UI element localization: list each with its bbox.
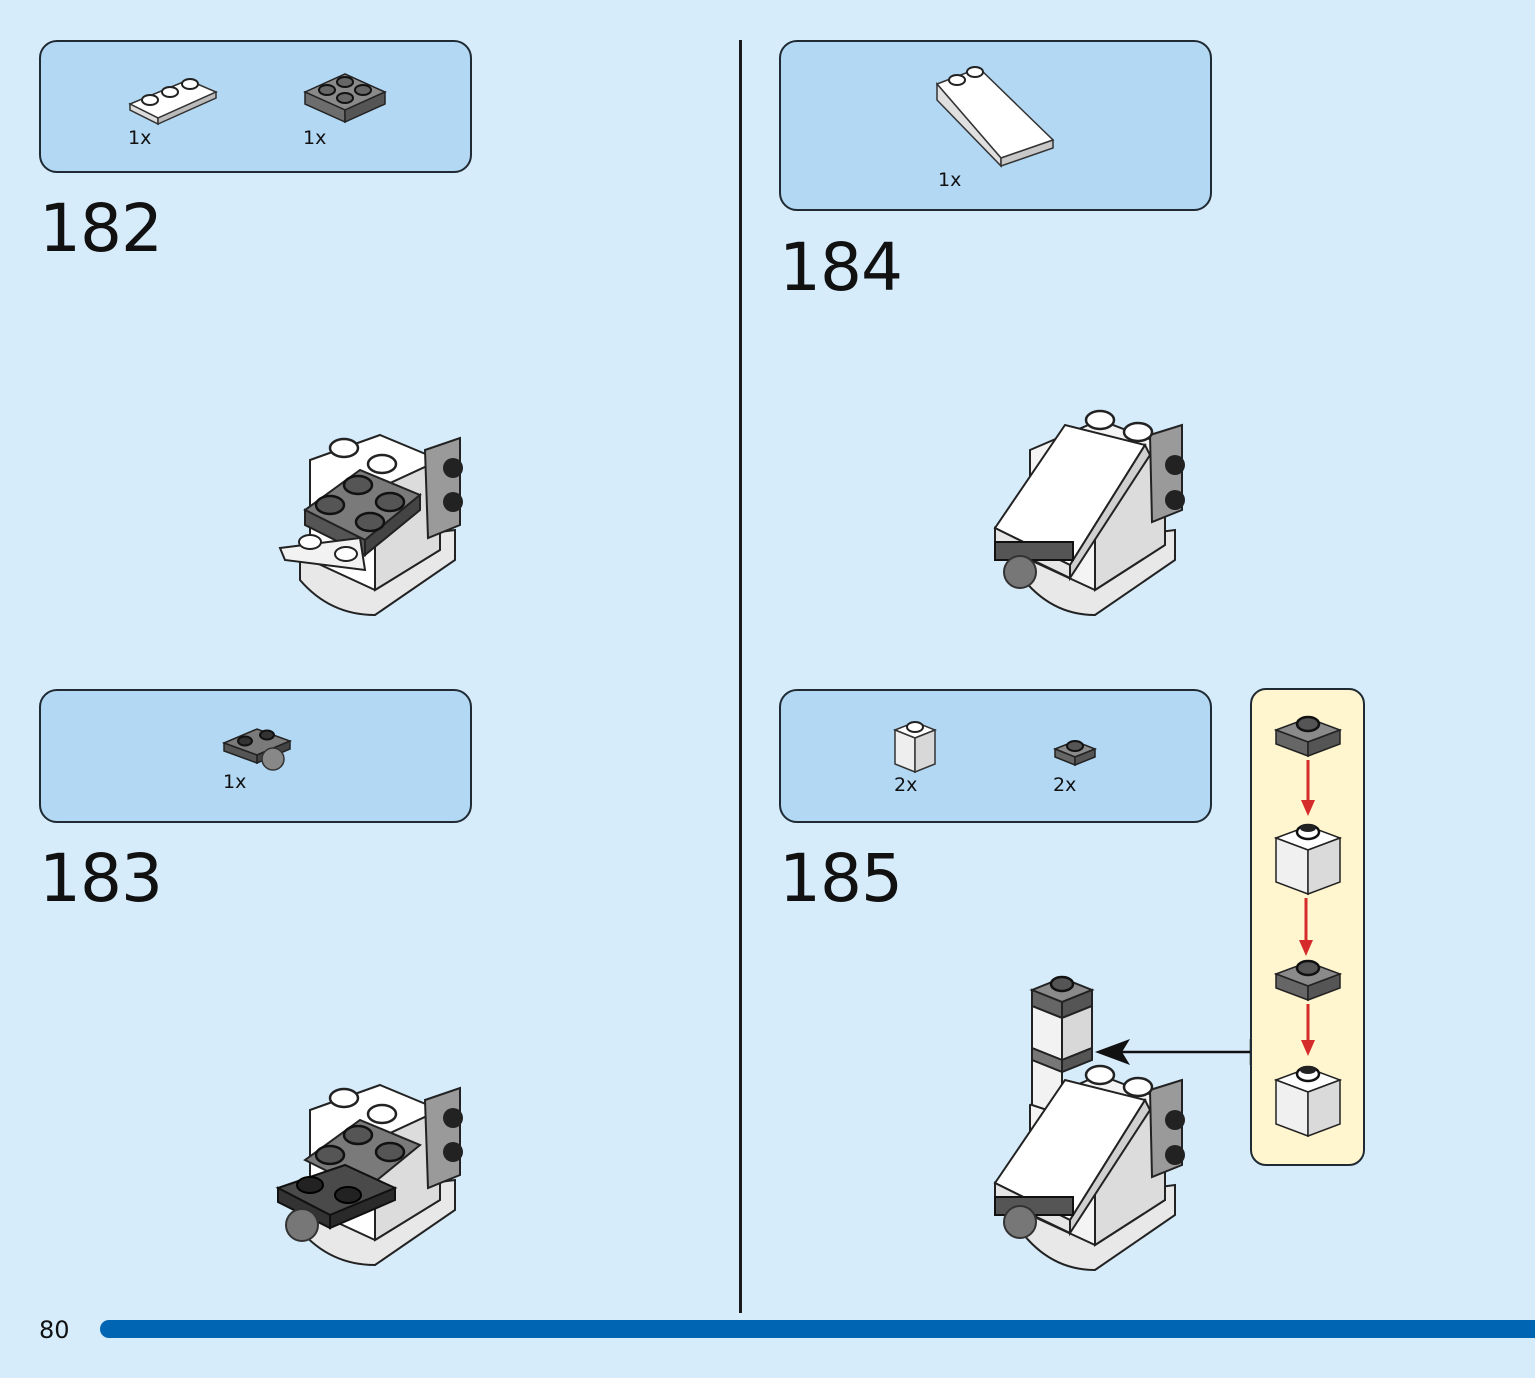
part-qty: 1x (128, 127, 152, 149)
sub-assembly-stack (1273, 715, 1343, 1138)
model-step-185 (993, 975, 1185, 1272)
white-1x3-plate-icon (128, 78, 218, 126)
part-qty: 1x (938, 169, 962, 191)
sub-assembly-box (1250, 688, 1365, 1166)
model-step-184 (993, 409, 1185, 617)
part-qty: 2x (894, 774, 918, 796)
dark-gray-1x1-plate-icon (1052, 740, 1098, 767)
parts-box-182: 1x 1x (39, 40, 472, 173)
part-qty: 1x (303, 127, 327, 149)
white-slope-brick-icon (935, 66, 1055, 168)
parts-box-185: 2x 2x (779, 689, 1212, 823)
part-qty: 1x (223, 771, 247, 793)
model-step-183 (275, 1083, 463, 1267)
placement-arrow (1095, 1039, 1253, 1065)
dark-gray-plate-with-ball-icon (221, 728, 293, 771)
column-divider (739, 40, 742, 1313)
parts-box-184: 1x (779, 40, 1212, 211)
step-number: 182 (39, 190, 163, 267)
part-qty: 2x (1053, 774, 1077, 796)
step-number: 185 (779, 840, 903, 917)
dark-gray-2x2-plate-icon (303, 73, 387, 124)
model-step-182 (278, 433, 463, 617)
page-progress-bar (100, 1320, 1535, 1338)
step-number: 183 (39, 840, 163, 917)
step-number: 184 (779, 229, 903, 306)
white-1x1-brick-icon (892, 721, 938, 774)
parts-box-183: 1x (39, 689, 472, 823)
page-number: 80 (39, 1316, 70, 1344)
